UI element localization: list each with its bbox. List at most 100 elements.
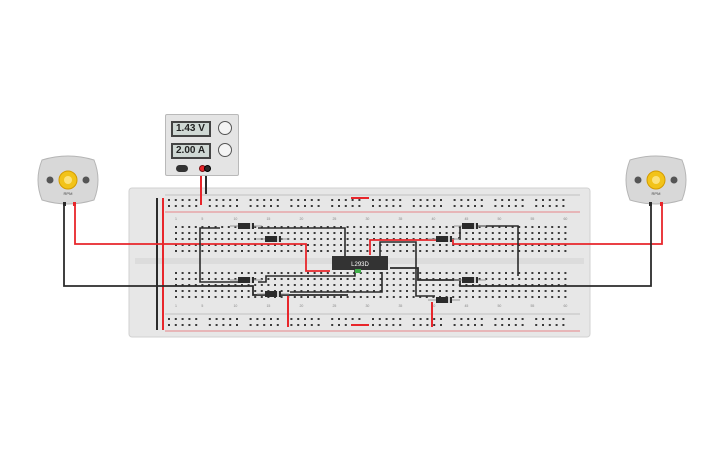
breadboard-hole[interactable]: [511, 284, 514, 286]
breadboard-hole[interactable]: [260, 296, 263, 298]
breadboard-hole[interactable]: [392, 318, 395, 320]
breadboard-hole[interactable]: [425, 232, 428, 234]
breadboard-hole[interactable]: [236, 199, 238, 201]
breadboard-hole[interactable]: [214, 284, 217, 286]
breadboard-hole[interactable]: [320, 244, 323, 246]
breadboard-hole[interactable]: [511, 238, 514, 240]
breadboard-hole[interactable]: [511, 244, 514, 246]
breadboard-hole[interactable]: [478, 238, 481, 240]
breadboard-hole[interactable]: [531, 232, 534, 234]
breadboard-hole[interactable]: [331, 205, 334, 207]
breadboard-hole[interactable]: [181, 226, 184, 228]
breadboard-hole[interactable]: [458, 296, 461, 298]
dc-motor-right[interactable]: RPM: [624, 154, 688, 206]
breadboard-hole[interactable]: [234, 284, 237, 286]
breadboard-hole[interactable]: [333, 250, 336, 252]
breadboard-hole[interactable]: [344, 199, 347, 201]
breadboard-hole[interactable]: [174, 199, 177, 201]
breadboard-hole[interactable]: [351, 205, 354, 207]
breadboard-hole[interactable]: [445, 244, 448, 246]
breadboard-hole[interactable]: [478, 250, 481, 252]
breadboard-hole[interactable]: [379, 296, 382, 298]
breadboard-hole[interactable]: [254, 226, 257, 228]
breadboard-hole[interactable]: [531, 296, 534, 298]
breadboard-hole[interactable]: [505, 226, 507, 228]
breadboard-hole[interactable]: [307, 290, 309, 292]
breadboard-hole[interactable]: [373, 290, 375, 292]
breadboard-hole[interactable]: [535, 318, 538, 320]
breadboard-hole[interactable]: [340, 272, 342, 274]
breadboard-hole[interactable]: [386, 232, 389, 234]
breadboard-hole[interactable]: [452, 290, 455, 292]
breadboard-hole[interactable]: [419, 284, 422, 286]
breadboard-hole[interactable]: [310, 324, 313, 326]
breadboard-hole[interactable]: [208, 284, 210, 286]
breadboard-hole[interactable]: [304, 205, 306, 207]
breadboard-hole[interactable]: [195, 199, 198, 201]
breadboard-hole[interactable]: [293, 290, 296, 292]
breadboard-hole[interactable]: [247, 296, 250, 298]
breadboard-hole[interactable]: [511, 226, 514, 228]
breadboard-hole[interactable]: [412, 238, 415, 240]
breadboard-hole[interactable]: [222, 318, 225, 320]
breadboard-hole[interactable]: [331, 318, 334, 320]
breadboard-hole[interactable]: [358, 318, 361, 320]
breadboard-hole[interactable]: [338, 318, 340, 320]
breadboard-hole[interactable]: [392, 296, 395, 298]
breadboard-hole[interactable]: [188, 318, 191, 320]
dc-motor-left[interactable]: RPM: [36, 154, 100, 206]
breadboard-hole[interactable]: [412, 226, 415, 228]
breadboard-hole[interactable]: [333, 244, 336, 246]
breadboard-hole[interactable]: [287, 244, 290, 246]
breadboard-hole[interactable]: [227, 238, 230, 240]
breadboard-hole[interactable]: [280, 226, 283, 228]
breadboard-hole[interactable]: [385, 199, 388, 201]
breadboard-hole[interactable]: [432, 250, 435, 252]
breadboard-hole[interactable]: [267, 250, 270, 252]
breadboard-hole[interactable]: [181, 284, 184, 286]
breadboard-hole[interactable]: [300, 290, 303, 292]
breadboard-hole[interactable]: [557, 272, 560, 274]
breadboard-hole[interactable]: [208, 296, 210, 298]
breadboard-hole[interactable]: [505, 250, 507, 252]
breadboard-hole[interactable]: [267, 232, 270, 234]
breadboard-hole[interactable]: [511, 232, 514, 234]
breadboard-hole[interactable]: [340, 226, 342, 228]
breadboard-hole[interactable]: [474, 318, 476, 320]
breadboard-hole[interactable]: [372, 318, 374, 320]
breadboard-hole[interactable]: [498, 284, 501, 286]
breadboard-hole[interactable]: [215, 324, 218, 326]
breadboard-hole[interactable]: [467, 199, 470, 201]
breadboard-hole[interactable]: [366, 250, 369, 252]
breadboard-hole[interactable]: [564, 226, 567, 228]
breadboard-hole[interactable]: [201, 284, 204, 286]
breadboard-hole[interactable]: [214, 272, 217, 274]
breadboard-hole[interactable]: [181, 290, 184, 292]
breadboard-hole[interactable]: [280, 250, 283, 252]
breadboard-hole[interactable]: [562, 318, 565, 320]
breadboard-hole[interactable]: [524, 232, 527, 234]
breadboard-hole[interactable]: [432, 232, 435, 234]
breadboard-hole[interactable]: [399, 278, 402, 280]
breadboard-hole[interactable]: [333, 226, 336, 228]
breadboard-hole[interactable]: [320, 278, 323, 280]
breadboard-hole[interactable]: [386, 226, 389, 228]
breadboard-hole[interactable]: [227, 250, 230, 252]
breadboard-hole[interactable]: [439, 226, 441, 228]
breadboard-hole[interactable]: [222, 205, 225, 207]
breadboard-hole[interactable]: [214, 296, 217, 298]
breadboard-hole[interactable]: [557, 226, 560, 228]
breadboard-hole[interactable]: [440, 318, 442, 320]
breadboard-hole[interactable]: [491, 290, 494, 292]
breadboard-hole[interactable]: [236, 324, 238, 326]
breadboard-hole[interactable]: [290, 324, 293, 326]
breadboard-hole[interactable]: [267, 272, 270, 274]
breadboard-hole[interactable]: [392, 284, 395, 286]
breadboard-hole[interactable]: [379, 290, 382, 292]
breadboard-hole[interactable]: [485, 250, 488, 252]
breadboard-hole[interactable]: [340, 250, 342, 252]
breadboard-hole[interactable]: [501, 318, 504, 320]
breadboard-hole[interactable]: [445, 284, 448, 286]
breadboard-hole[interactable]: [227, 284, 230, 286]
